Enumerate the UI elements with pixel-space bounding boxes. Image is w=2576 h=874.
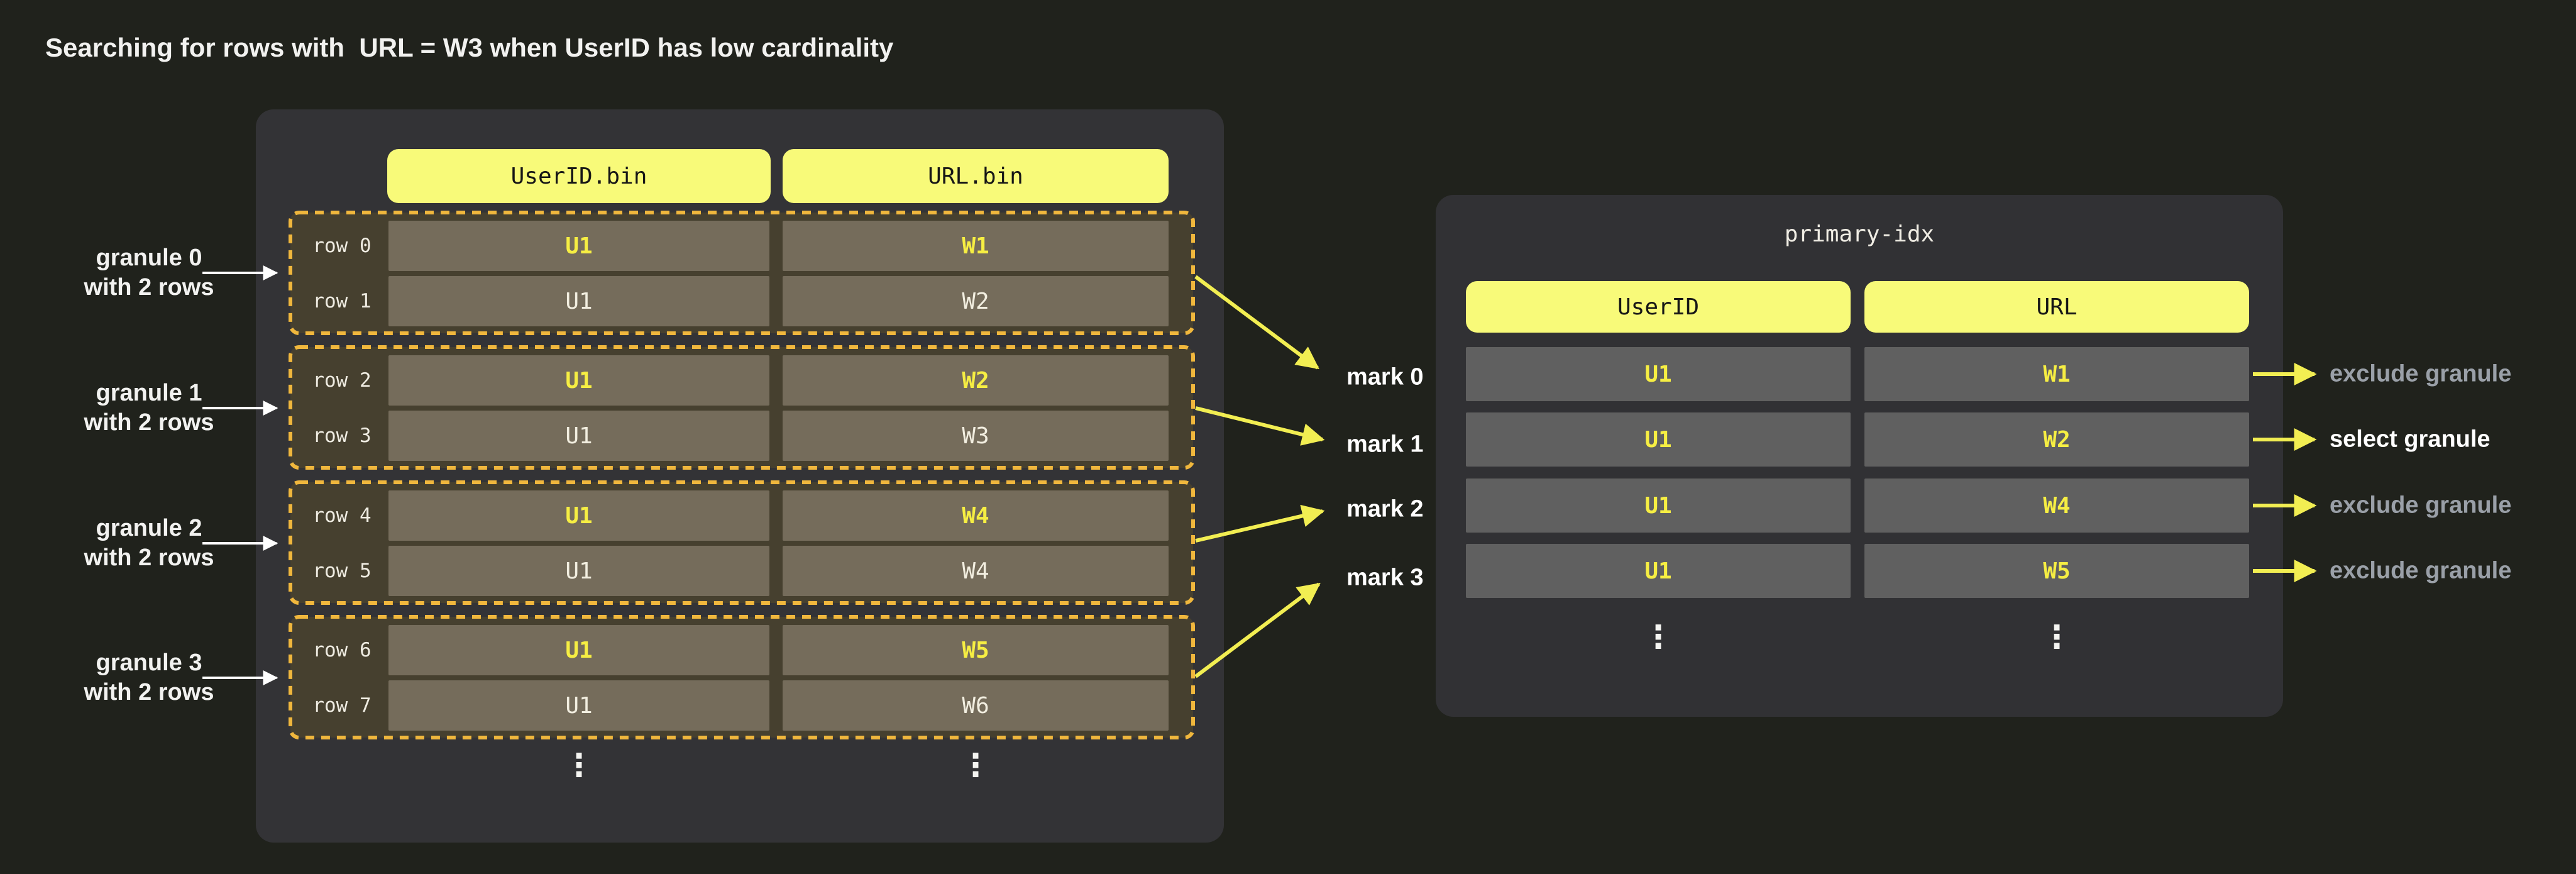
more-rows-ellipsis: ⋮ [1643,619,1674,655]
table-row: row 1 U1 W2 [290,276,1193,326]
column-header-userid-bin: UserID.bin [387,149,771,203]
row-label: row 7 [312,694,372,717]
granule-label-line1: granule 3 [96,650,202,676]
url-cell: W4 [783,490,1169,541]
index-userid-cell: U1 [1466,478,1851,533]
row-label: row 2 [312,369,372,392]
decision-label-select: select granule [2330,426,2491,453]
granule-label-line1: granule 1 [96,380,202,406]
userid-cell: U1 [388,221,769,271]
index-header-url: URL [1864,281,2249,333]
userid-cell: U1 [388,490,769,541]
url-cell: W5 [783,625,1169,675]
column-header-label: UserID.bin [510,163,647,189]
url-cell: W3 [783,411,1169,461]
granule-box-1: row 2 U1 W2 row 3 U1 W3 [290,347,1193,468]
url-cell: W4 [783,546,1169,596]
row-label: row 0 [312,235,372,257]
granule-label-line1: granule 0 [96,245,202,271]
granule-1-label: granule 1 with 2 rows [42,379,256,438]
granule-label-line2: with 2 rows [84,545,214,571]
mark-2-label: mark 2 [1346,495,1424,523]
page-title: Searching for rows with URL = W3 when Us… [45,33,894,62]
userid-cell: U1 [388,546,769,596]
granule-label-line1: granule 2 [96,515,202,541]
more-rows-ellipsis: ⋮ [2041,619,2072,655]
row-label: row 1 [312,290,372,313]
more-rows-ellipsis: ⋮ [960,747,991,783]
row-label: row 4 [312,504,372,527]
row-label: row 6 [312,639,372,661]
granule-box-2: row 4 U1 W4 row 5 U1 W4 [290,482,1193,603]
granule-3-label: granule 3 with 2 rows [42,648,256,707]
index-url-cell: W1 [1864,347,2249,401]
decision-label-exclude: exclude granule [2330,360,2512,387]
table-row: row 7 U1 W6 [290,680,1193,731]
url-cell: W2 [783,276,1169,326]
granule-2-label: granule 2 with 2 rows [42,514,256,573]
index-url-cell: W4 [1864,478,2249,533]
mark-3-label: mark 3 [1346,564,1424,591]
decision-label-exclude: exclude granule [2330,557,2512,584]
decision-label-exclude: exclude granule [2330,492,2512,519]
granule-box-0: row 0 U1 W1 row 1 U1 W2 [290,213,1193,333]
table-row: row 6 U1 W5 [290,625,1193,675]
url-cell: W6 [783,680,1169,731]
index-header-label: URL [2036,294,2078,320]
more-rows-ellipsis: ⋮ [563,747,595,783]
userid-cell: U1 [388,276,769,326]
granule-label-line2: with 2 rows [84,679,214,705]
index-header-userid: UserID [1466,281,1851,333]
index-userid-cell: U1 [1466,347,1851,401]
index-userid-cell: U1 [1466,412,1851,467]
table-row: row 2 U1 W2 [290,355,1193,406]
mark-0-label: mark 0 [1346,363,1424,390]
userid-cell: U1 [388,355,769,406]
userid-cell: U1 [388,411,769,461]
column-header-label: URL.bin [928,163,1023,189]
mark-1-label: mark 1 [1346,431,1424,458]
granule-box-3: row 6 U1 W5 row 7 U1 W6 [290,617,1193,738]
granule-label-line2: with 2 rows [84,274,214,301]
table-row: row 5 U1 W4 [290,546,1193,596]
index-url-cell: W2 [1864,412,2249,467]
url-cell: W1 [783,221,1169,271]
column-header-url-bin: URL.bin [783,149,1169,203]
granule-0-label: granule 0 with 2 rows [42,243,256,302]
userid-cell: U1 [388,680,769,731]
userid-cell: U1 [388,625,769,675]
index-header-label: UserID [1617,294,1700,320]
table-row: row 4 U1 W4 [290,490,1193,541]
primary-index-title: primary-idx [1784,221,1935,247]
row-label: row 3 [312,424,372,447]
granule-label-line2: with 2 rows [84,409,214,436]
row-label: row 5 [312,560,372,582]
index-userid-cell: U1 [1466,544,1851,598]
table-row: row 0 U1 W1 [290,221,1193,271]
url-cell: W2 [783,355,1169,406]
table-row: row 3 U1 W3 [290,411,1193,461]
index-url-cell: W5 [1864,544,2249,598]
